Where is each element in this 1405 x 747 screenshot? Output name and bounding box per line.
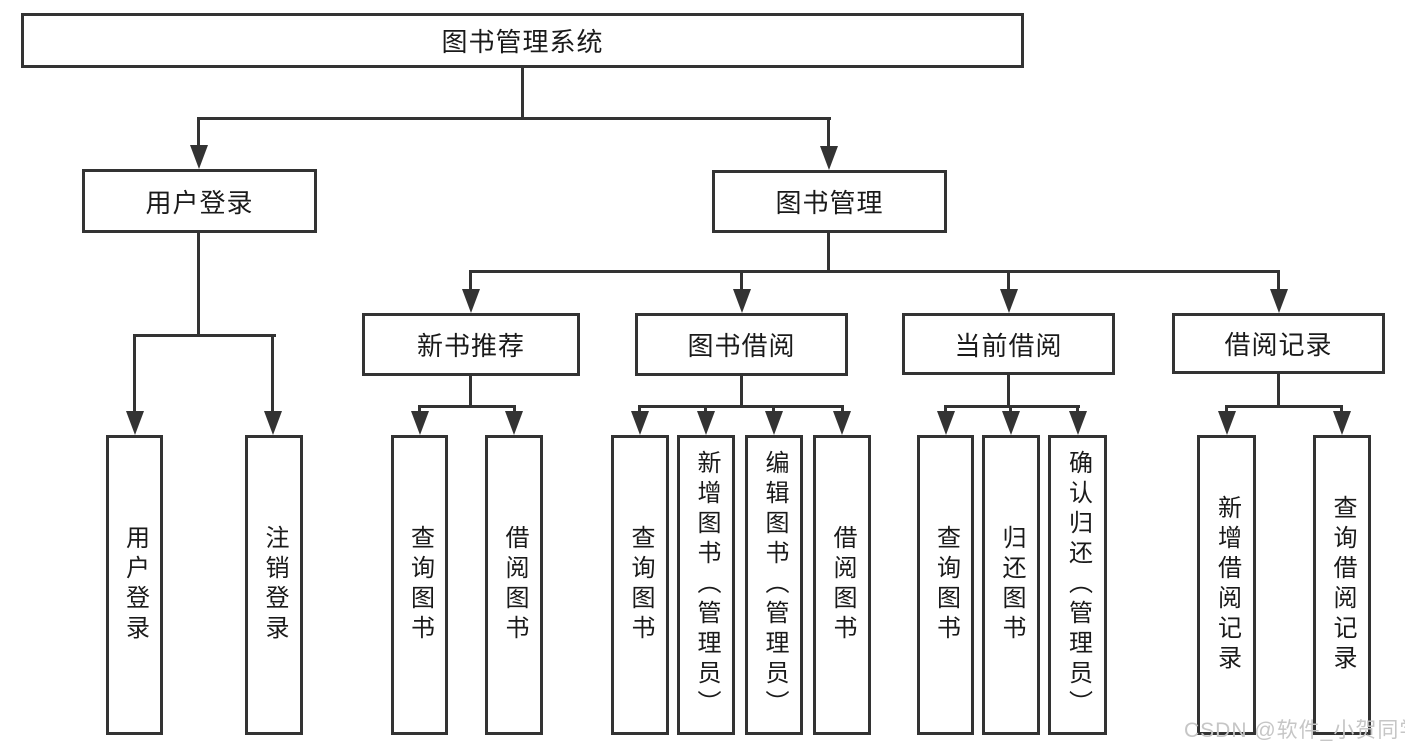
- connector-stem-book-borrow: [740, 270, 743, 292]
- connector-cb-rail: [944, 405, 1080, 408]
- node-borrowing-records: 借阅记录: [1172, 313, 1385, 374]
- leaf-nb-query-books: 查询图书: [391, 435, 448, 735]
- connector-root-rail: [197, 117, 831, 120]
- arrowhead-book-borrow-icon: [733, 289, 751, 313]
- connector-stem-user-login: [197, 117, 200, 149]
- leaf-bb-borrow-books: 借阅图书: [813, 435, 871, 735]
- connector-userlogin-rail: [133, 334, 276, 337]
- connector-stem-br-query: [1340, 405, 1343, 414]
- arrowhead-bb-borrow-icon: [833, 411, 851, 435]
- leaf-bb-query-books-label: 查询图书: [627, 525, 654, 645]
- arrowhead-br-add-icon: [1218, 411, 1236, 435]
- arrowhead-borrow-record-icon: [1270, 289, 1288, 313]
- node-new-book-recommend: 新书推荐: [362, 313, 580, 376]
- leaf-bb-add-books-admin: 新增图书（管理员）: [677, 435, 735, 735]
- connector-cb-stem: [1007, 375, 1010, 407]
- leaf-nb-borrow-books: 借阅图书: [485, 435, 543, 735]
- connector-nb-rail: [418, 405, 516, 408]
- connector-stem-current-borrow: [1007, 270, 1010, 292]
- leaf-br-query-record: 查询借阅记录: [1313, 435, 1371, 735]
- node-library-management-system-label: 图书管理系统: [441, 27, 604, 57]
- node-library-management-system: 图书管理系统: [21, 13, 1024, 68]
- leaf-br-add-record-label: 新增借阅记录: [1213, 495, 1241, 675]
- leaf-logout-label: 注销登录: [261, 525, 288, 645]
- node-borrowing-records-label: 借阅记录: [1224, 330, 1333, 360]
- arrowhead-user-login-icon: [190, 145, 208, 169]
- arrowhead-br-query-icon: [1333, 411, 1351, 435]
- arrowhead-nb-borrow-icon: [505, 411, 523, 435]
- arrowhead-book-mgmt-icon: [820, 146, 838, 170]
- node-new-book-recommend-label: 新书推荐: [416, 331, 525, 361]
- leaf-bb-query-books: 查询图书: [611, 435, 669, 735]
- connector-stem-br-add: [1225, 405, 1228, 414]
- node-current-borrowing: 当前借阅: [902, 313, 1115, 375]
- leaf-cb-query-books: 查询图书: [917, 435, 974, 735]
- connector-bookmgmt-rail: [469, 270, 1280, 273]
- connector-stem-book-mgmt: [827, 117, 830, 149]
- arrowhead-cb-query-icon: [937, 411, 955, 435]
- leaf-nb-borrow-books-label: 借阅图书: [501, 525, 528, 645]
- connector-nb-stem: [469, 376, 472, 407]
- arrowhead-cb-return-icon: [1002, 411, 1020, 435]
- connector-stem-new-book-rec: [469, 270, 472, 292]
- connector-stem-nb-borrow: [513, 405, 516, 414]
- connector-stem-cb-query: [944, 405, 947, 414]
- connector-stem-bb-query: [638, 405, 641, 414]
- connector-bookmgmt-stem: [827, 233, 830, 272]
- arrowhead-current-borrow-icon: [1000, 289, 1018, 313]
- connector-stem-bb-edit: [772, 405, 775, 414]
- connector-stem-cb-confirm: [1076, 405, 1079, 414]
- connector-stem-borrow-record: [1277, 270, 1280, 292]
- connector-br-rail: [1225, 405, 1342, 408]
- arrowhead-bb-query-icon: [631, 411, 649, 435]
- connector-stem-cb-return: [1009, 405, 1012, 414]
- node-user-login-branch-label: 用户登录: [145, 187, 254, 218]
- connector-root-stem: [521, 68, 524, 119]
- connector-stem-bb-borrow: [841, 405, 844, 414]
- leaf-user-login-label: 用户登录: [121, 525, 149, 645]
- leaf-nb-query-books-label: 查询图书: [406, 525, 434, 645]
- leaf-logout: 注销登录: [245, 435, 303, 735]
- node-book-management-branch: 图书管理: [712, 170, 947, 233]
- arrowhead-user-login-leaf-icon: [126, 411, 144, 435]
- leaf-bb-add-books-admin-label: 新增图书（管理员）: [693, 450, 720, 720]
- node-book-borrowing: 图书借阅: [635, 313, 848, 376]
- node-book-management-branch-label: 图书管理: [775, 188, 884, 218]
- leaf-bb-edit-books-admin-label: 编辑图书（管理员）: [761, 450, 788, 720]
- connector-br-stem: [1277, 374, 1280, 407]
- node-book-borrowing-label: 图书借阅: [687, 331, 796, 361]
- node-user-login-branch: 用户登录: [82, 169, 317, 233]
- leaf-br-add-record: 新增借阅记录: [1197, 435, 1256, 735]
- arrowhead-nb-query-icon: [411, 411, 429, 435]
- arrowhead-logout-leaf-icon: [264, 411, 282, 435]
- csdn-watermark: CSDN @软件_小贺同学: [1184, 719, 1405, 742]
- connector-stem-bb-add: [704, 405, 707, 414]
- arrowhead-cb-confirm-icon: [1069, 411, 1087, 435]
- arrowhead-new-book-rec-icon: [462, 289, 480, 313]
- leaf-bb-edit-books-admin: 编辑图书（管理员）: [745, 435, 803, 735]
- connector-userlogin-stem: [197, 233, 200, 336]
- leaf-cb-query-books-label: 查询图书: [932, 525, 960, 645]
- leaf-cb-return-books-label: 归还图书: [998, 525, 1025, 645]
- connector-stem-logout-leaf: [271, 334, 274, 412]
- leaf-bb-borrow-books-label: 借阅图书: [829, 525, 856, 645]
- connector-stem-user-login-leaf: [133, 334, 136, 412]
- connector-bb-rail: [638, 405, 844, 408]
- node-current-borrowing-label: 当前借阅: [954, 330, 1063, 361]
- leaf-br-query-record-label: 查询借阅记录: [1329, 495, 1356, 675]
- connector-bb-stem: [740, 376, 743, 407]
- arrowhead-bb-add-icon: [697, 411, 715, 435]
- leaf-cb-return-books: 归还图书: [982, 435, 1040, 735]
- leaf-cb-confirm-return-admin-label: 确认归还（管理员）: [1064, 450, 1092, 720]
- arrowhead-bb-edit-icon: [765, 411, 783, 435]
- connector-stem-nb-query: [418, 405, 421, 414]
- leaf-cb-confirm-return-admin: 确认归还（管理员）: [1048, 435, 1107, 735]
- leaf-user-login: 用户登录: [106, 435, 163, 735]
